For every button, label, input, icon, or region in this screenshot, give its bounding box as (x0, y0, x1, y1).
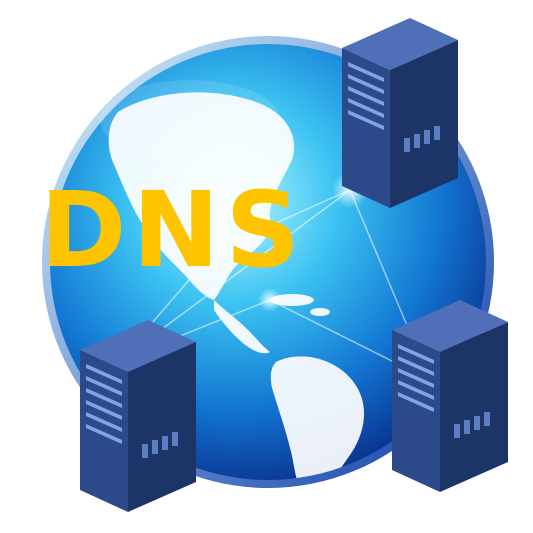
server-icon (80, 320, 196, 512)
server-icon (392, 300, 508, 492)
server-icon (342, 18, 458, 208)
dns-title: DNS (40, 169, 307, 291)
